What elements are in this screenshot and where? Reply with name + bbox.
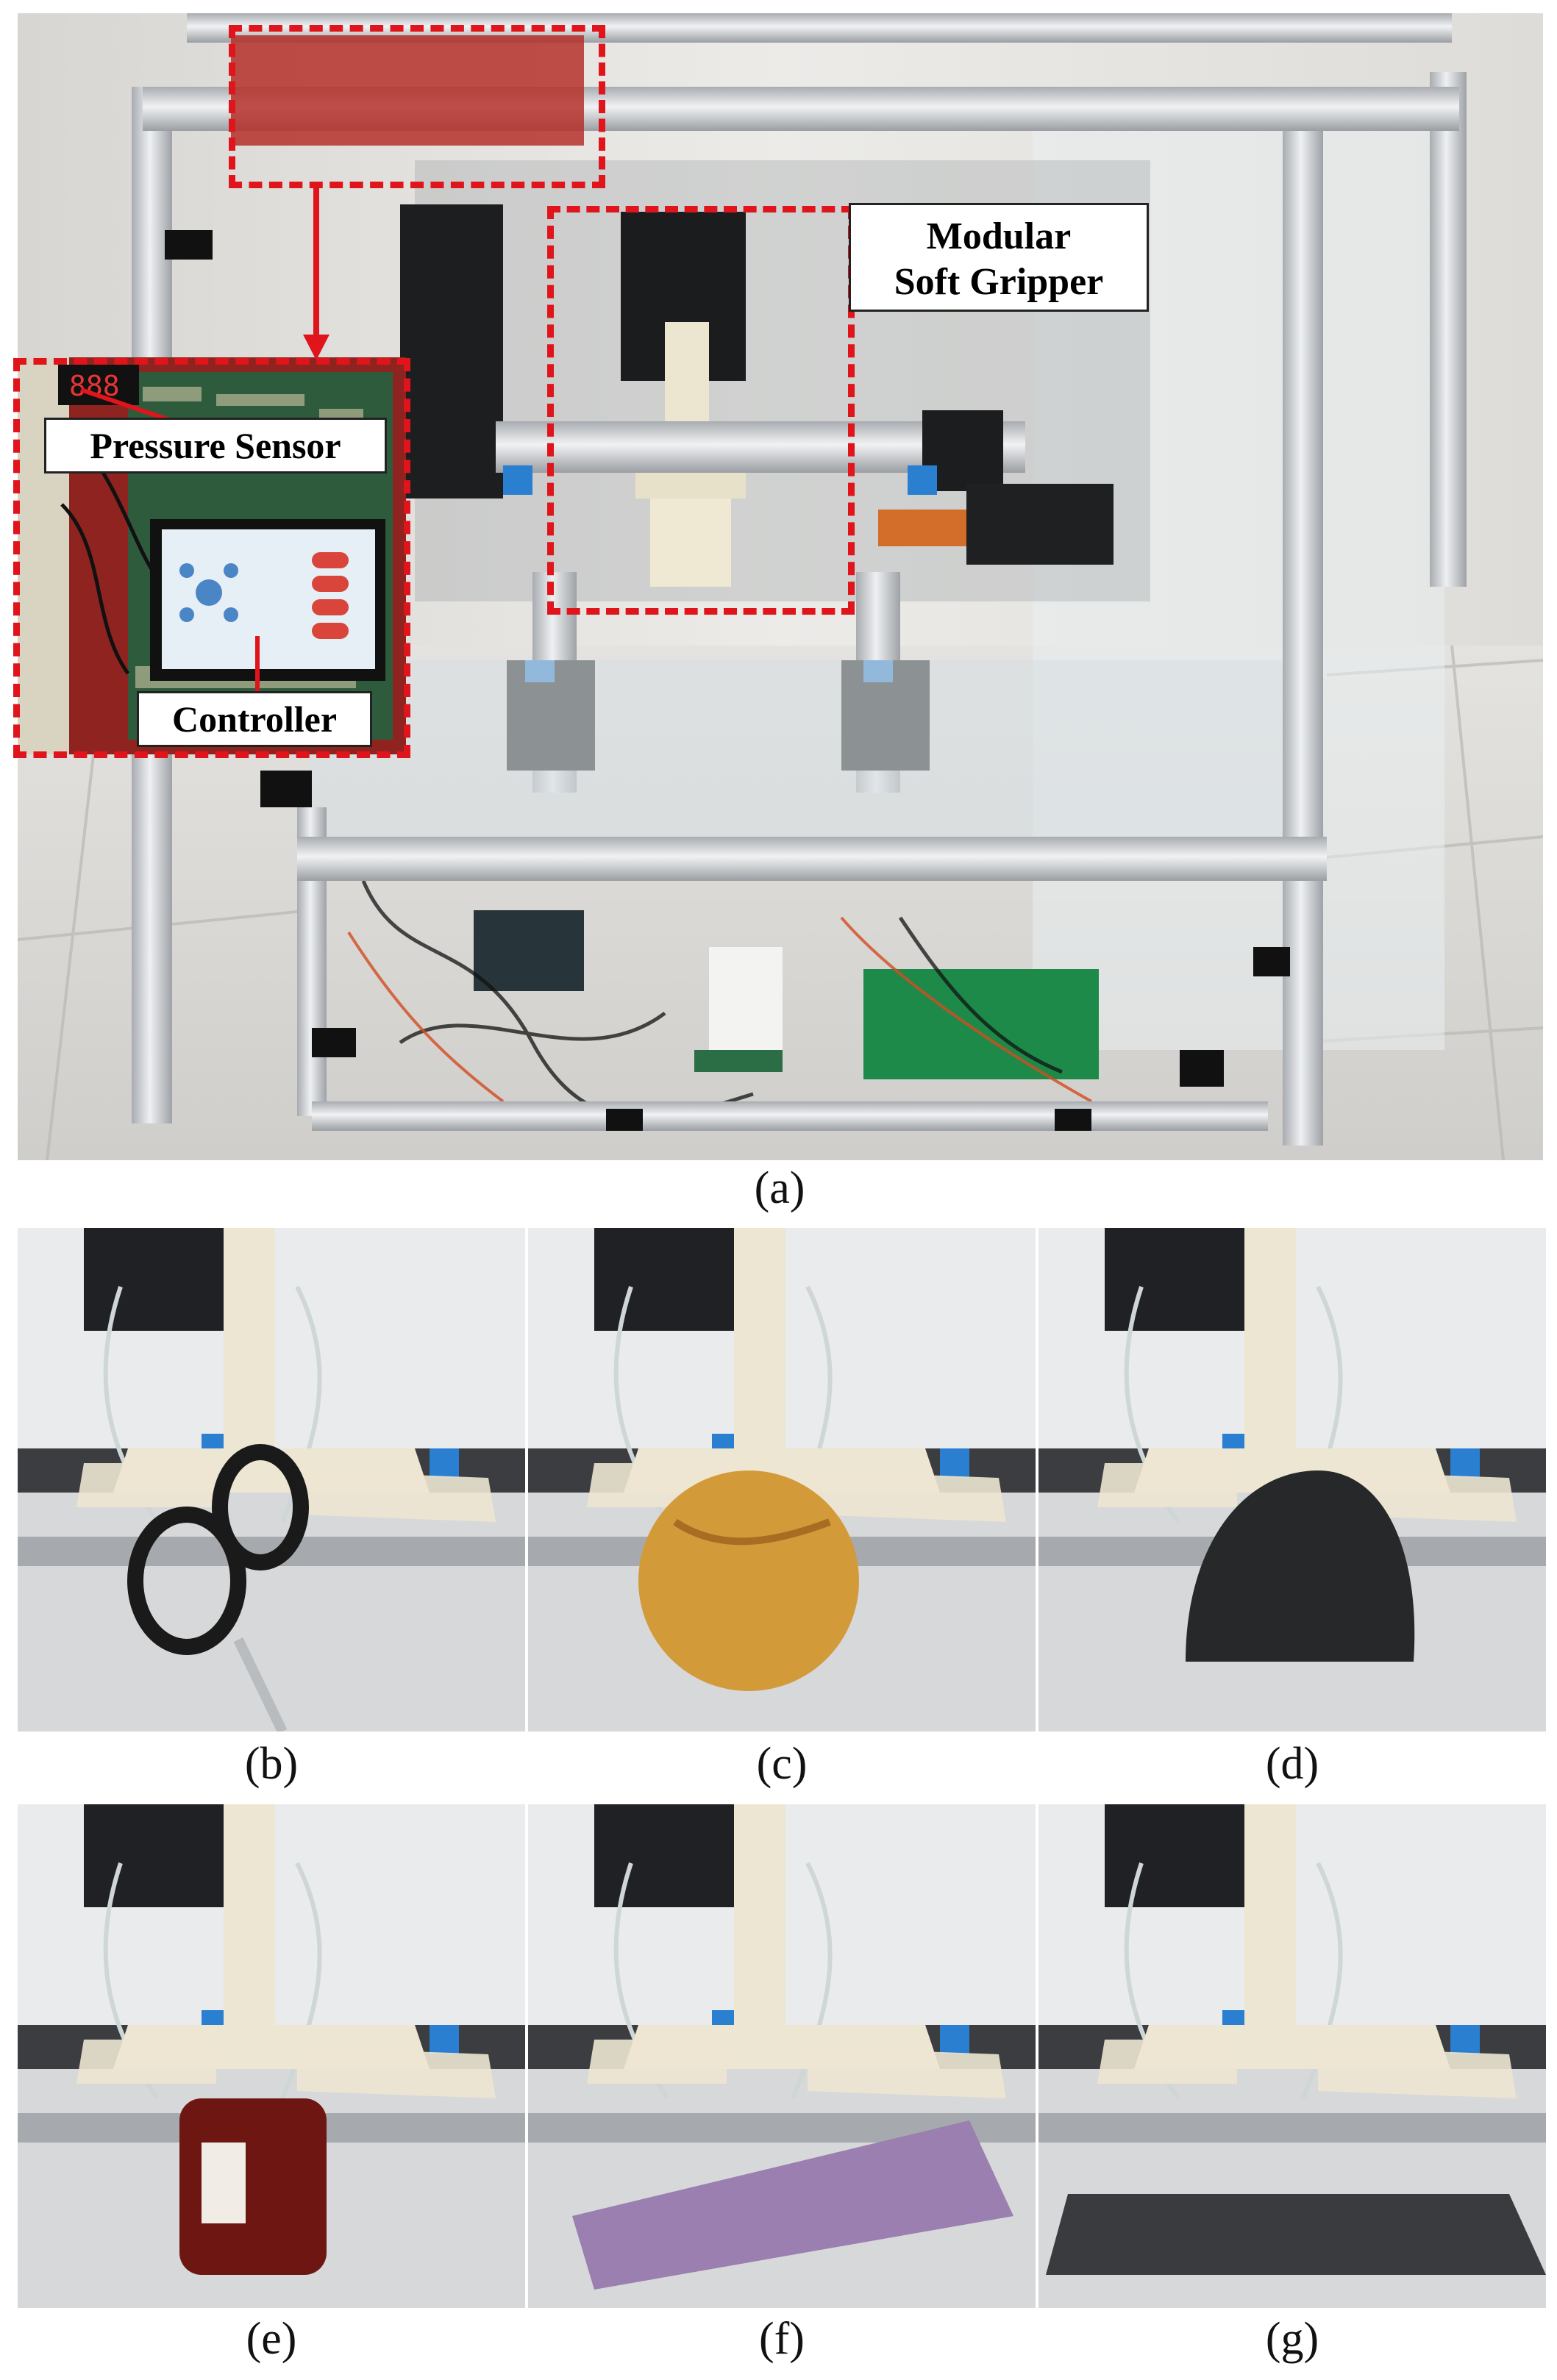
panel-g-photo xyxy=(1038,1804,1546,2308)
panel-c-photo xyxy=(528,1228,1036,1732)
panel-a-photo xyxy=(18,13,1543,1160)
svg-text:888: 888 xyxy=(69,370,120,402)
caption-d: (d) xyxy=(1265,1739,1319,1789)
caption-c: (c) xyxy=(756,1739,808,1789)
label-gripper-line1: Modular xyxy=(926,215,1072,257)
caption-a: (a) xyxy=(754,1163,805,1213)
pointer-arrow xyxy=(303,184,329,360)
caption-e: (e) xyxy=(246,2314,297,2364)
caption-b: (b) xyxy=(244,1739,299,1789)
caption-f: (f) xyxy=(759,2314,805,2364)
phone-object xyxy=(572,2120,1013,2290)
scissors-object xyxy=(127,1444,309,1732)
label-modular-soft-gripper: Modular Soft Gripper xyxy=(849,203,1149,312)
panel-e-photo xyxy=(18,1804,525,2308)
label-controller: Controller xyxy=(137,691,372,747)
can-object xyxy=(179,2098,327,2275)
label-gripper-line2: Soft Gripper xyxy=(894,261,1104,303)
controller-pointer xyxy=(255,636,260,698)
label-pressure-sensor: Pressure Sensor xyxy=(44,418,387,474)
panel-f-photo xyxy=(528,1804,1036,2308)
tablet-object xyxy=(1046,2194,1546,2275)
highlight-box-gripper xyxy=(547,206,855,615)
highlight-box-electronics xyxy=(229,25,605,188)
mouse-object xyxy=(1186,1470,1415,1662)
caption-g: (g) xyxy=(1265,2314,1319,2364)
ball-object xyxy=(638,1470,859,1691)
highlight-box-inset xyxy=(13,358,410,758)
panel-d-photo xyxy=(1038,1228,1546,1732)
panel-b-photo xyxy=(18,1228,525,1732)
